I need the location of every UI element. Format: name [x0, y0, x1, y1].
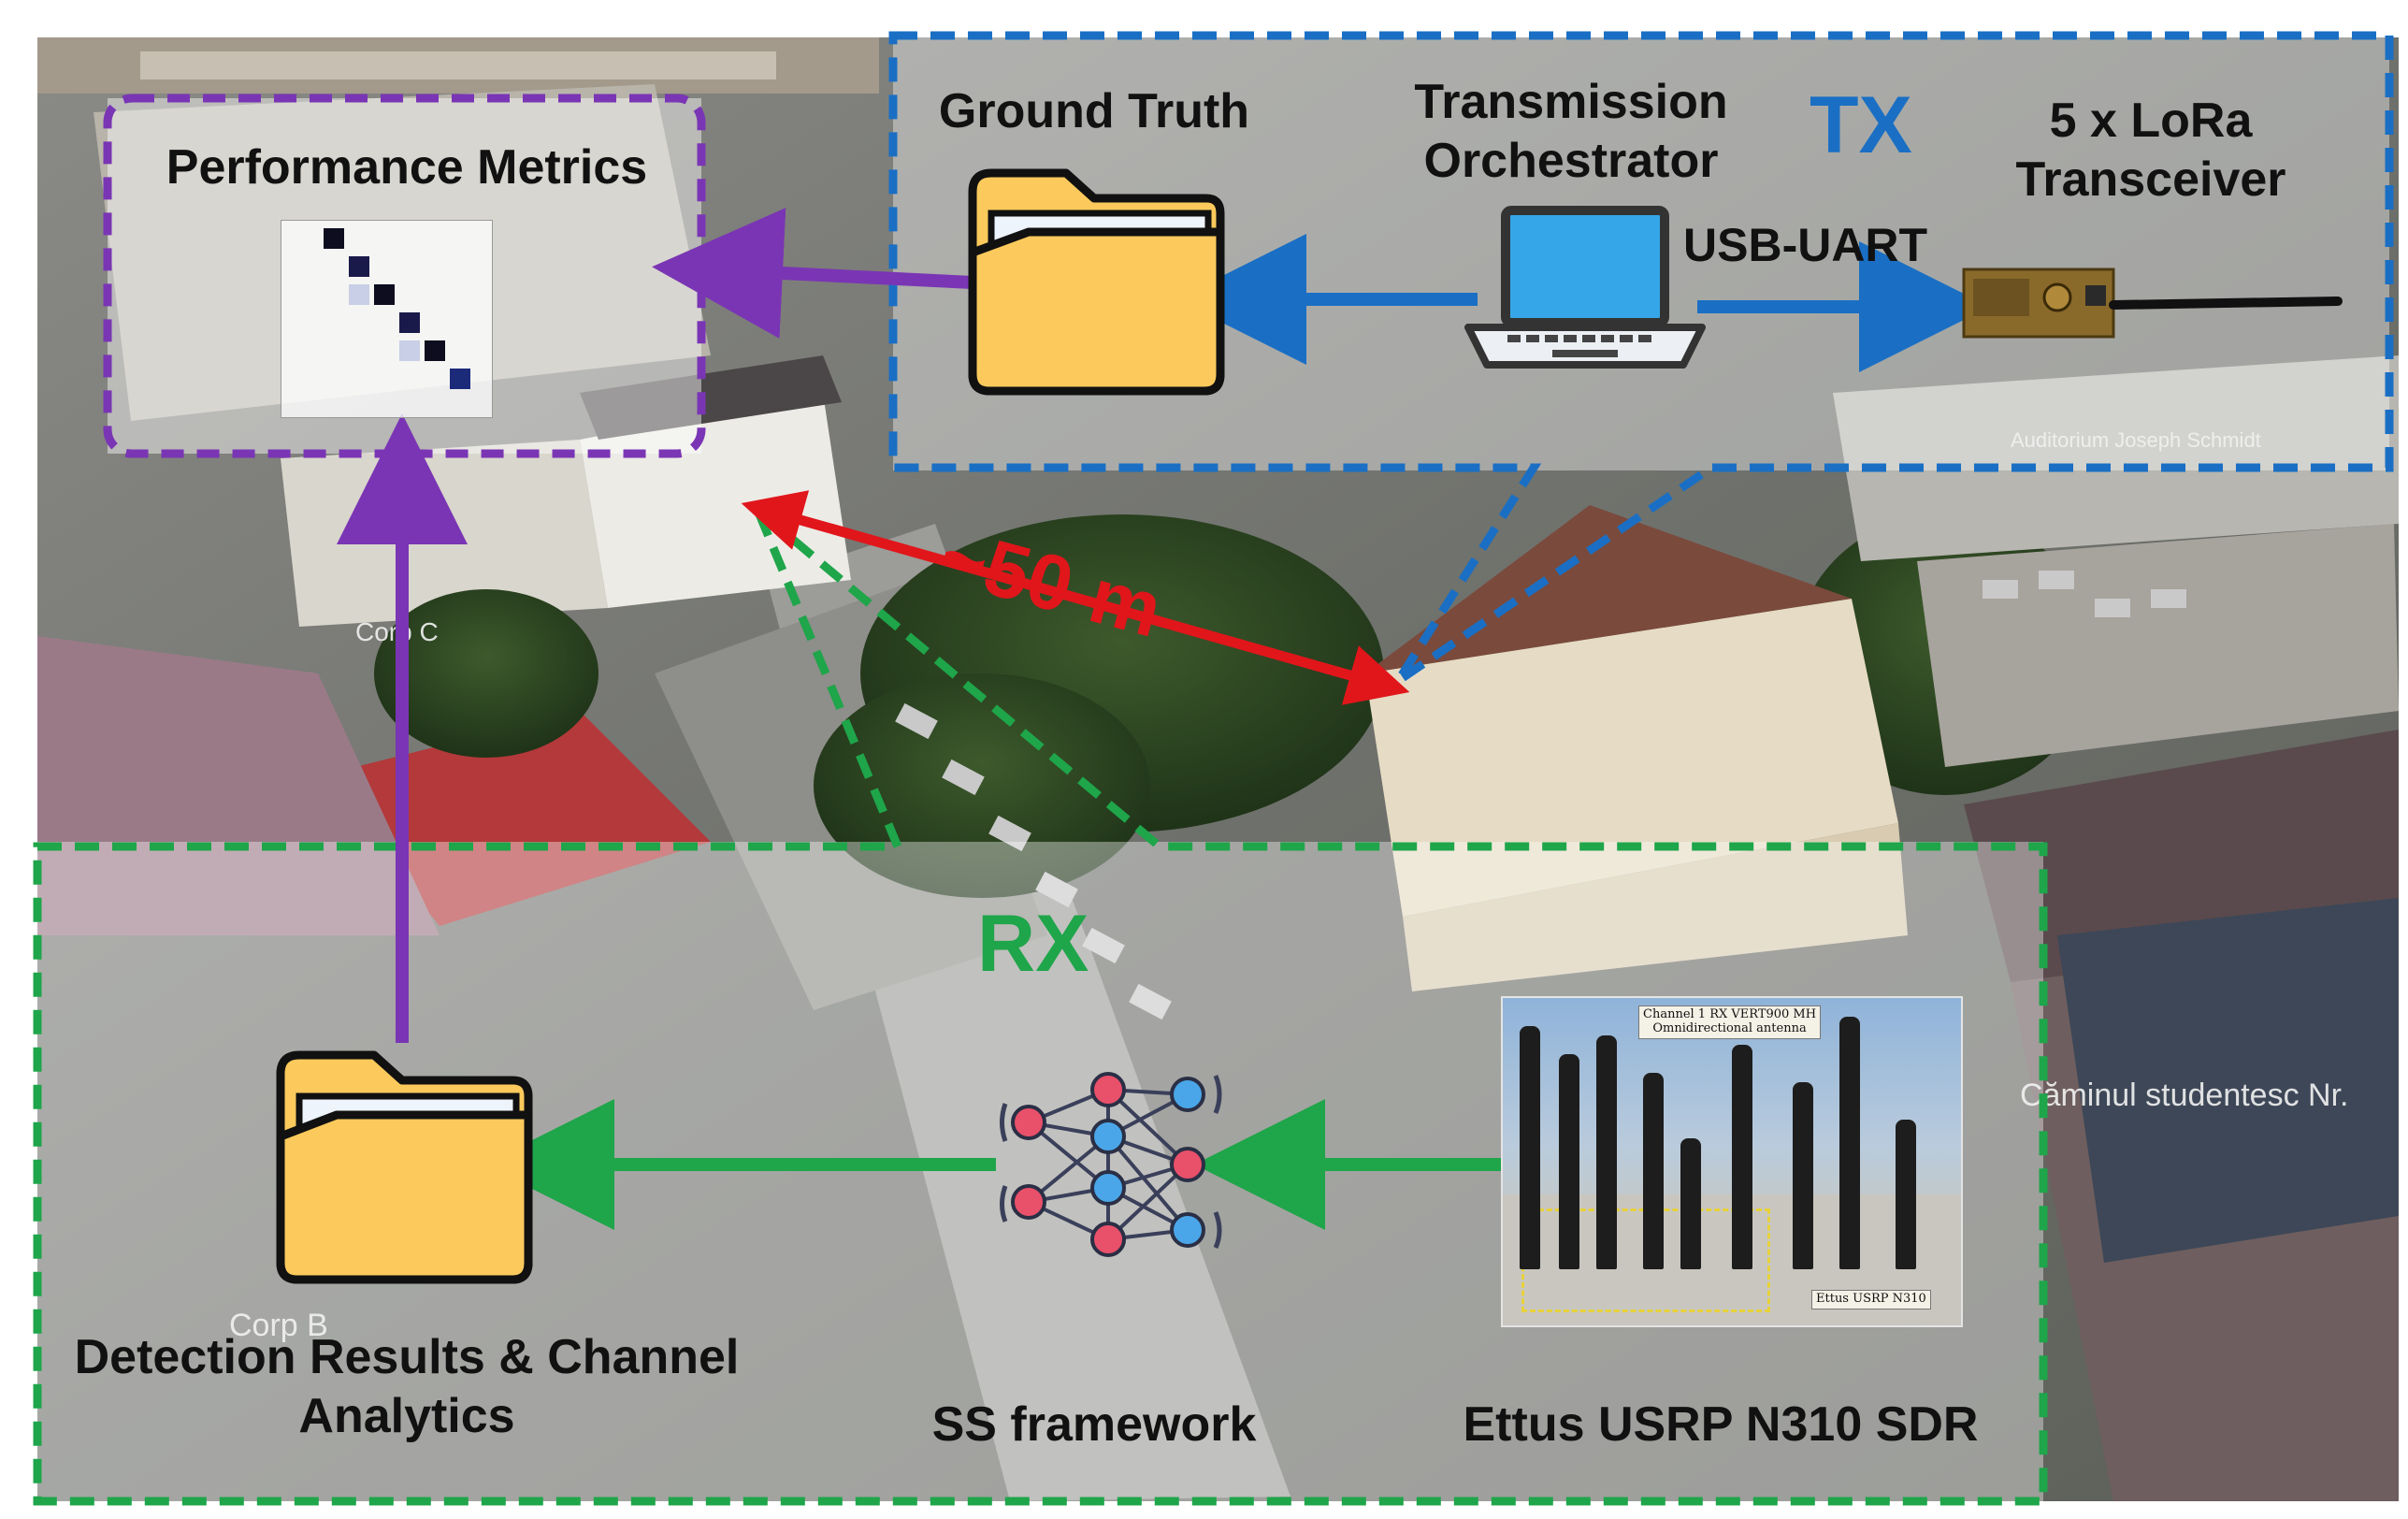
- transceiver-label-line2: Transceiver: [2015, 152, 2286, 208]
- orchestrator-label-line2: Orchestrator: [1423, 134, 1719, 189]
- usrp-antenna-note: Channel 1 RX VERT900 MH Omnidirectional …: [1638, 1005, 1822, 1039]
- matrix-cell: [425, 340, 445, 361]
- transceiver-label: 5 x LoRa Transceiver: [1992, 92, 2310, 210]
- map-label-dorm: Căminul studentesc Nr.: [2020, 1078, 2349, 1113]
- rx-box-outline: [33, 506, 2048, 1506]
- matrix-cell: [374, 284, 395, 305]
- usb-uart-label: USB-UART: [1683, 219, 1928, 271]
- metrics-title: Performance Metrics: [166, 140, 648, 195]
- usrp-device-note: Ettus USRP N310: [1811, 1290, 1931, 1309]
- matrix-cell: [399, 312, 420, 333]
- map-label-auditorium: Auditorium Joseph Schmidt: [2011, 428, 2261, 452]
- tx-tag: TX: [1810, 80, 1912, 170]
- ground-truth-label: Ground Truth: [938, 84, 1250, 138]
- map-label-corp-b: Corp B: [229, 1308, 328, 1343]
- sdr-label: Ettus USRP N310 SDR: [1463, 1397, 1979, 1452]
- matrix-cell: [349, 284, 369, 305]
- orchestrator-label: Transmission Orchestrator: [1365, 73, 1777, 192]
- framework-label: SS framework: [931, 1397, 1257, 1452]
- lora-board-icon: [1962, 268, 2343, 339]
- neural-network-nodes: [1011, 1072, 1205, 1257]
- matrix-cell: [450, 369, 470, 389]
- distance-arrow: [741, 490, 1410, 705]
- matrix-cell: [349, 256, 369, 277]
- folder-icon: [276, 1050, 533, 1284]
- confusion-matrix-icon: [281, 220, 493, 418]
- results-label: Detection Results & Channel Analytics: [56, 1328, 757, 1447]
- orchestrator-label-line1: Transmission: [1414, 75, 1728, 129]
- transceiver-label-line1: 5 x LoRa: [2049, 94, 2253, 148]
- matrix-cell: [399, 340, 420, 361]
- matrix-cell: [324, 228, 344, 249]
- folder-icon: [968, 168, 1225, 396]
- usrp-antenna-note-line2: Omnidirectional antenna: [1652, 1020, 1807, 1035]
- results-label-line2: Analytics: [298, 1389, 515, 1444]
- arrow-groundtruth-to-metrics: [652, 208, 973, 339]
- results-label-line1: Detection Results & Channel: [74, 1330, 740, 1384]
- usrp-antenna-note-line1: Channel 1 RX VERT900 MH: [1643, 1007, 1817, 1021]
- usrp-photo-icon: Channel 1 RX VERT900 MH Omnidirectional …: [1501, 996, 1963, 1327]
- rx-tag: RX: [977, 899, 1089, 989]
- laptop-icon: [1464, 206, 1706, 369]
